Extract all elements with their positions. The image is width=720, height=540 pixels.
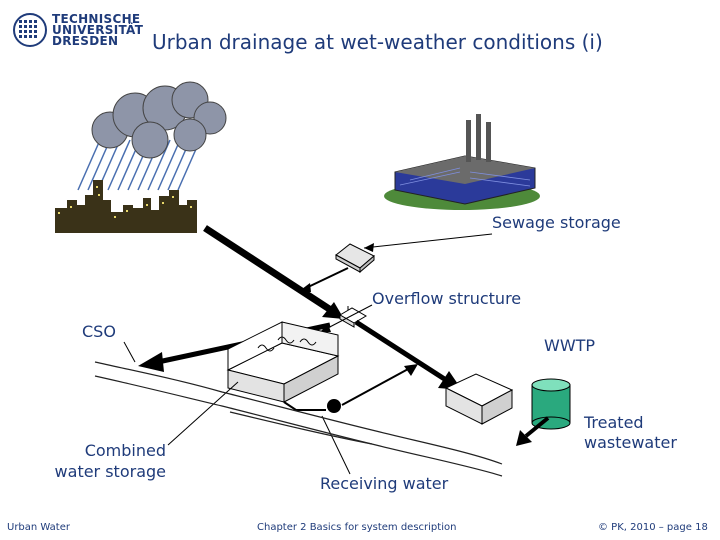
label-wwtp: WWTP <box>544 336 596 355</box>
treatment-tank-icon <box>531 378 571 430</box>
wwtp-arrow <box>354 319 448 383</box>
label-cso: CSO <box>82 322 116 341</box>
label-receiving-water: Receiving water <box>320 474 449 493</box>
tu-dresden-emblem-icon <box>13 13 47 47</box>
logo-line-3: DRESDEN <box>52 34 119 48</box>
combined-storage-tank <box>226 321 340 403</box>
university-logo: TECHNISCHE UNIVERSITÄT DRESDEN <box>12 12 143 52</box>
treated-water-arrow <box>524 416 550 438</box>
pump-line <box>283 401 326 411</box>
footer-left: Urban Water <box>7 522 70 533</box>
footer-center: Chapter 2 Basics for system description <box>257 522 457 533</box>
label-combined-water-storage: Combined water storage <box>40 440 166 482</box>
overflow-structure-box <box>339 307 367 328</box>
cloud-icon <box>91 81 227 159</box>
label-overflow-structure: Overflow structure <box>372 289 522 308</box>
storage-wave-icons <box>257 336 317 352</box>
treated-line-2: wastewater <box>584 433 677 452</box>
footer-right: © PK, 2010 – page 18 <box>598 522 708 533</box>
treated-line-1: Treated <box>584 413 644 432</box>
logo-line-2: UNIVERSITÄT <box>52 23 144 37</box>
sewage-storage-box <box>335 243 375 274</box>
label-sewage-storage: Sewage storage <box>492 213 621 232</box>
page-title: Urban drainage at wet-weather conditions… <box>152 30 603 54</box>
label-treated-wastewater: Treated wastewater <box>584 413 677 453</box>
combined-storage-leader <box>167 381 239 446</box>
combined-line-2: water storage <box>54 462 166 481</box>
inflow-arrow <box>203 225 339 317</box>
logo-line-1: TECHNISCHE <box>52 12 141 26</box>
factory-icon <box>384 114 540 210</box>
pump-icon <box>327 399 341 413</box>
sewage-storage-leader <box>363 233 493 249</box>
city-icon <box>55 180 197 233</box>
combined-line-1: Combined <box>84 441 166 460</box>
river-icon <box>94 361 503 477</box>
wwtp-box <box>444 373 514 425</box>
receiving-water-leader <box>321 415 351 475</box>
